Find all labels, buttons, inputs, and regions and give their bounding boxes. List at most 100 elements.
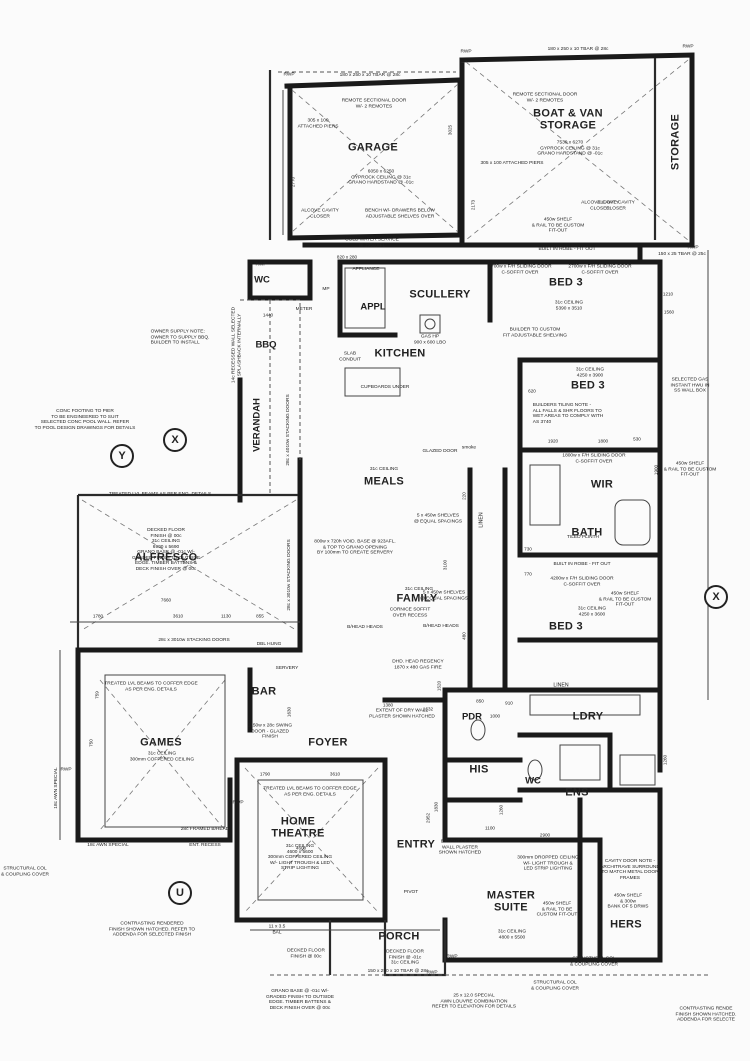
note-b-head-headsr: B/HEAD HEADS — [423, 624, 459, 630]
games-walls — [75, 647, 303, 843]
dim-3025: 3025 — [447, 124, 453, 136]
dimension-lines — [59, 90, 709, 931]
note-sliding-door-a: 2700w x F/H SLIDING DOOR C-SOFFIT OVER — [488, 264, 552, 275]
room-pdr: PDR — [461, 711, 483, 723]
note-stacking-doors-verandah: 28c x 4010w STACKING DOORS — [286, 394, 292, 466]
note-meals-ceiling: 31c CEILING — [369, 467, 399, 473]
dim-2770: 2770 — [290, 176, 296, 188]
room-bar: BAR — [251, 685, 277, 698]
note-servery: SERVERY — [275, 666, 299, 672]
note-conc-footing: CONC FOOTING TO PIER TO BE ENGINEERED TO… — [34, 408, 136, 431]
note-theatre-beams: TREATED LVL BEAMS TO COFFER EDGE AS PER … — [263, 786, 357, 797]
dim-770: 770 — [524, 571, 532, 577]
boat-storage-walls — [459, 52, 695, 248]
room-hers: HERS — [610, 918, 642, 931]
note-ent-recess: ENT. RECESS — [189, 843, 221, 849]
note-tbar-top: 180 x 250 x 10 TBAR @ 28c — [339, 73, 401, 79]
rwp-right: RWP — [687, 245, 699, 251]
room-family: FAMILY — [396, 592, 438, 605]
room-alfresco: ALFRESCO — [134, 551, 198, 564]
section-marker-y: Y — [110, 444, 134, 468]
note-awn-special-left: 18c AWN SPECIAL — [54, 767, 60, 809]
note-theatre-ceiling: 31c CEILING 4600 x 5600 300mm COFFERED C… — [267, 844, 333, 872]
rwp-porch: RWP — [446, 954, 458, 960]
room-kitchen: KITCHEN — [374, 347, 426, 360]
house-walls — [237, 242, 663, 963]
dim-850: 850 — [476, 698, 484, 704]
dim-4600: 4600 — [295, 845, 307, 851]
note-tbar-porch: 150 x 250 x 10 TBAR @ 28c — [367, 969, 429, 975]
note-games-beams: TREATED LVL BEAMS TO COFFER EDGE AS PER … — [104, 681, 198, 692]
smoke-detector: smoke — [461, 445, 477, 451]
dim-480: 480 — [461, 632, 467, 640]
verandah-walls — [240, 299, 301, 495]
note-bed3-c-ceiling: 31c CEILING 4250 x 3600 — [577, 606, 607, 617]
note-cavity-door: CAVITY DOOR NOTE - ARCHITRAVE SURROUND T… — [600, 858, 660, 881]
note-head-b: B/HEAD HEADS — [347, 625, 383, 631]
note-shelf-rail: 450w SHELF & RAIL TO BE CUSTOM FIT-OUT — [531, 217, 585, 234]
room-bbq: BBQ — [255, 339, 277, 351]
note-void-base: 800w x 720h VOID. BASE @ 923AFL. & TOP T… — [314, 539, 396, 556]
note-shelf-bed3c: 450w SHELF & RAIL TO BE CUSTOM FIT-OUT — [598, 591, 652, 608]
room-garage: GARAGE — [347, 141, 399, 154]
note-garage-alcove: ALCOVE CAVITY CLOSER — [301, 208, 339, 219]
dim-1130: 1130 — [221, 613, 231, 619]
note-tbar-top-right: 180 x 250 x 10 TBAR @ 28c — [547, 47, 609, 53]
dim-1440: 1440 — [262, 312, 274, 318]
note-sliding-door-b: 2700w x F/H SLIDING DOOR C-SOFFIT OVER — [568, 264, 632, 275]
dim-220: 220 — [461, 492, 467, 500]
room-wir: WIR — [590, 478, 614, 491]
kitchen-bench — [344, 267, 441, 397]
note-bed3-top: 31c CEILING 5390 x 3510 — [554, 300, 584, 311]
note-recessed-wall: 14c RECESSED WALL SELECTED SPLASHBACK IN… — [231, 306, 242, 384]
note-builders-tiling: BUILDERS TILING NOTE - ALL FALLS & SHR F… — [532, 402, 604, 425]
note-cornice: CORNICE SOFFIT OVER RECESS — [389, 607, 431, 618]
dim-1260b: 1260 — [498, 804, 504, 816]
rwp-games: RWP — [60, 767, 72, 773]
room-ldry: LDRY — [572, 710, 604, 723]
note-special-lintel: 25 x 12.0 SPECIAL AWN LOUVRE COMBINATION… — [431, 993, 517, 1010]
rwp-top-right: RWP — [682, 44, 694, 50]
note-stacking-doors-alfresco: 28c x 3010w STACKING DOORS — [287, 539, 293, 611]
note-extent-dry-wall-entry: EXTENT OF DRY WALL PLASTER SHOWN HATCHED — [438, 839, 482, 856]
room-wc-top: WC — [254, 274, 270, 286]
dim-1000: 1000 — [489, 713, 501, 719]
note-shelves-a: 5 x 450w SHELVES @ EQUAL SPACINGS — [413, 513, 463, 524]
dim-620: 620 — [528, 388, 536, 394]
note-shelf-wir: 450w SHELF & RAIL TO BE CUSTOM FIT-OUT — [663, 461, 717, 478]
note-builder-custom: BUILDER TO CUSTOM FIT ADJUSTABLE SHELVIN… — [503, 327, 567, 338]
rwp-top: RWP — [460, 49, 472, 55]
dim-1520: 1520 — [436, 680, 442, 692]
note-dbl-hung: DBL HUNG — [256, 642, 282, 648]
note-tiled-plinth: TILED PLINTH — [567, 535, 599, 541]
note-owner-supply: OWNER SUPPLY NOTE: OWNER TO SUPPLY BBQ. … — [150, 329, 210, 346]
note-garage-piers: 305 x 100 ATTACHED PIERS — [297, 118, 339, 129]
note-rendered-finish-right: CONTRASTING RENDE FINISH SHOWN HATCHED. … — [675, 1006, 737, 1023]
note-storage-piers: 305 x 100 ATTACHED PIERS — [480, 161, 544, 167]
dim-3100: 3100 — [442, 559, 448, 571]
note-mp: MP — [322, 287, 330, 293]
room-ens: ENS — [565, 786, 589, 799]
note-bench: BENCH W/- DRAWERS BELOW ADJUSTABLE SHELV… — [365, 208, 435, 219]
note-meter: METER — [295, 307, 313, 313]
note-structural-col-bottom: STRUCTURAL COL & COUPLING COVER — [531, 980, 579, 991]
dim-2173: 2173 — [470, 199, 476, 211]
room-bed3-b: BED 3 — [571, 379, 605, 392]
note-storage-door: REMOTE SECTIONAL DOOR W/- 2 REMOTES — [512, 92, 578, 103]
note-cold-water: COLD WATER SERVICE @ 1950 AFL — [345, 237, 399, 248]
entry-walls — [270, 697, 710, 977]
note-builtin-robe-b: BUILT IN ROBE - FIT OUT — [553, 562, 611, 568]
dim-1780: 1780 — [92, 613, 104, 619]
room-bed3-c: BED 3 — [549, 620, 583, 633]
note-framed-head: 28c FRAMED B/HEAD — [180, 827, 230, 833]
dim-1630: 1630 — [286, 706, 292, 718]
dim-2952: 2952 — [425, 812, 431, 824]
dim-1260: 1260 — [662, 754, 668, 766]
room-storage: STORAGE — [669, 113, 682, 171]
rwp-theatre: RWP — [232, 800, 244, 806]
rwp-bottom: RWP — [426, 970, 438, 976]
note-grano-base: GRANO BASE @ -01c W/- GRADED FINISH TO O… — [265, 988, 335, 1011]
note-storage-alcove: ALCOVE CAVITY CLOSER — [581, 200, 619, 211]
note-family-ceiling: 31c CEILING — [404, 587, 434, 593]
